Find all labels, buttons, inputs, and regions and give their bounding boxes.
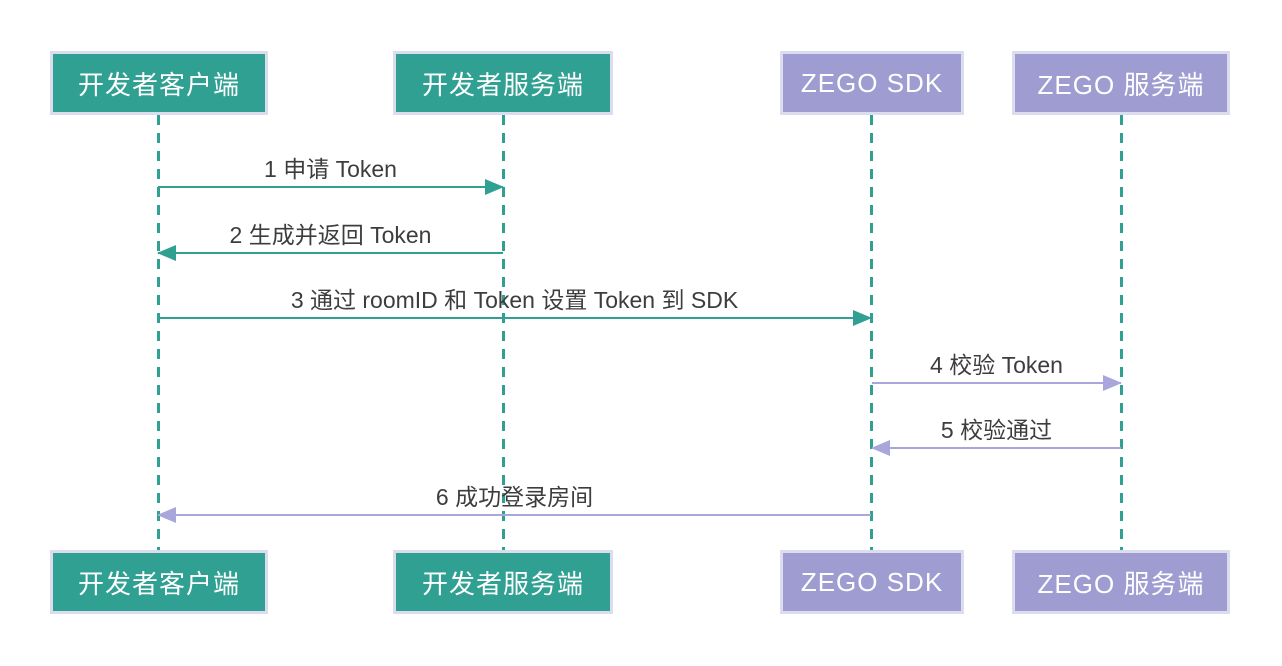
- message-2: 2 生成并返回 Token: [157, 220, 503, 261]
- message-6: 6 成功登录房间: [157, 482, 871, 523]
- actor-label: 开发者服务端: [421, 568, 584, 599]
- actor-label: ZEGO 服务端: [1037, 69, 1205, 100]
- message-5-arrow: [871, 440, 1121, 456]
- message-6-arrow: [157, 507, 871, 523]
- message-3: 3 通过 roomID 和 Token 设置 Token 到 SDK: [158, 285, 872, 326]
- actor-label: 开发者客户端: [77, 69, 240, 100]
- message-5: 5 校验通过: [871, 415, 1121, 456]
- lifeline-dev-client: [157, 115, 160, 551]
- arrowhead-left-icon: [157, 507, 176, 523]
- actor-bottom-zego-server: ZEGO 服务端: [1012, 550, 1230, 614]
- message-1: 1 申请 Token: [158, 154, 504, 195]
- actor-top-dev-client: 开发者客户端: [50, 51, 268, 115]
- actor-label: 开发者客户端: [77, 568, 240, 599]
- message-5-label: 5 校验通过: [940, 417, 1053, 443]
- actor-bottom-dev-client: 开发者客户端: [50, 550, 268, 614]
- message-4: 4 校验 Token: [872, 350, 1122, 391]
- actor-top-zego-server: ZEGO 服务端: [1012, 51, 1230, 115]
- message-6-label: 6 成功登录房间: [435, 484, 594, 510]
- lifeline-zego-server: [1120, 115, 1123, 551]
- message-3-arrow: [158, 310, 872, 326]
- actor-top-dev-server: 开发者服务端: [393, 51, 613, 115]
- actor-label: 开发者服务端: [421, 69, 584, 100]
- actor-label: ZEGO SDK: [800, 67, 944, 98]
- actor-bottom-zego-sdk: ZEGO SDK: [780, 550, 964, 614]
- arrowhead-right-icon: [1103, 375, 1122, 391]
- message-2-arrow: [157, 245, 503, 261]
- actor-label: ZEGO SDK: [800, 566, 944, 597]
- message-4-label: 4 校验 Token: [930, 352, 1063, 378]
- actor-bottom-dev-server: 开发者服务端: [393, 550, 613, 614]
- message-4-arrow: [872, 375, 1122, 391]
- message-2-label: 2 生成并返回 Token: [229, 222, 432, 248]
- lifeline-dev-server: [502, 115, 505, 551]
- message-1-arrow: [158, 179, 504, 195]
- message-1-label: 1 申请 Token: [264, 156, 397, 182]
- arrowhead-right-icon: [485, 179, 504, 195]
- arrowhead-left-icon: [871, 440, 890, 456]
- message-3-label: 3 通过 roomID 和 Token 设置 Token 到 SDK: [290, 287, 739, 313]
- arrowhead-left-icon: [157, 245, 176, 261]
- arrowhead-right-icon: [853, 310, 872, 326]
- actor-label: ZEGO 服务端: [1037, 568, 1205, 599]
- lifeline-zego-sdk: [870, 115, 873, 551]
- actor-top-zego-sdk: ZEGO SDK: [780, 51, 964, 115]
